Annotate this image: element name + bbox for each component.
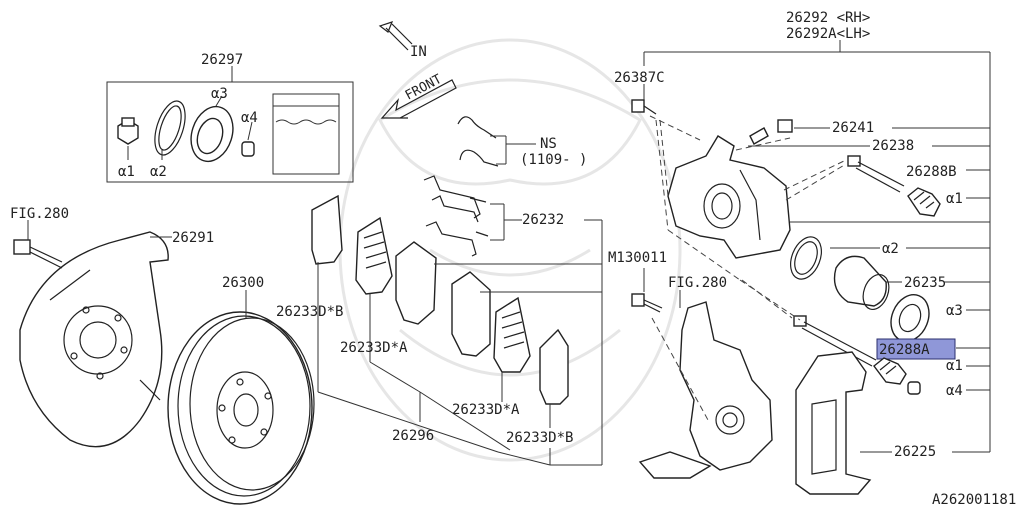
caliper-piston <box>833 255 890 311</box>
label-backing-plate: 26291 <box>172 230 214 246</box>
mounting-bolt-left <box>13 239 63 269</box>
label-right-a1-top: α1 <box>946 191 963 207</box>
kit-seal-a2 <box>154 100 186 156</box>
label-clip: 26232 <box>522 212 564 228</box>
pin-boot-top-a1 <box>907 187 941 217</box>
brake-pad-outer-1 <box>311 194 343 265</box>
label-right-a2: α2 <box>882 241 899 257</box>
mounting-bolt-mid <box>631 293 663 313</box>
brake-rotor <box>167 311 315 505</box>
label-kit-a1: α1 <box>118 164 135 180</box>
label-caliper-rh: 26292 <RH> <box>786 10 870 26</box>
backing-plate <box>19 231 169 448</box>
front-arrow-icon <box>380 79 457 119</box>
label-pin-b: 26288B <box>906 164 957 180</box>
label-right-a1-bottom: α1 <box>946 358 963 374</box>
label-kit-a4: α4 <box>241 110 258 126</box>
caliper-leader-lines <box>643 40 991 453</box>
pin-boot-bottom-a1 <box>873 357 907 385</box>
grease-packet-icon <box>272 93 340 175</box>
label-fig280-left: FIG.280 <box>10 206 69 222</box>
label-support: 26225 <box>894 444 936 460</box>
in-arrow-icon <box>378 21 413 51</box>
guide-pin-a <box>793 315 877 367</box>
pad-clips <box>423 175 489 257</box>
label-bolt: M130011 <box>608 250 667 266</box>
label-fig280-mid: FIG.280 <box>668 275 727 291</box>
label-pad-b-top: 26233D*B <box>276 304 343 320</box>
label-pad-b-bottom: 26233D*B <box>506 430 573 446</box>
kit-cap-a4 <box>241 141 255 157</box>
label-right-a3: α3 <box>946 303 963 319</box>
label-26241: 26241 <box>832 120 874 136</box>
label-rotor: 26300 <box>222 275 264 291</box>
label-kit-a2: α2 <box>150 164 167 180</box>
label-ns-date: (1109- ) <box>520 152 587 168</box>
label-pad-a-bottom: 26233D*A <box>452 402 520 418</box>
label-ns: NS <box>540 136 557 152</box>
highlight-box-26288a[interactable] <box>876 338 956 360</box>
bleeder-cap <box>631 99 657 115</box>
brake-pad-2 <box>395 241 437 325</box>
kit-boot-a1 <box>117 117 139 145</box>
guide-pin-b <box>847 155 905 193</box>
piston-seal <box>790 236 822 280</box>
label-kit-box: 26297 <box>201 52 243 68</box>
brake-pad-1 <box>355 216 393 295</box>
label-right-a4: α4 <box>946 383 963 399</box>
label-diagram-id: A262001181 <box>932 492 1016 508</box>
bleeder-screw <box>749 119 793 145</box>
anti-rattle-springs <box>457 116 499 167</box>
label-26238: 26238 <box>872 138 914 154</box>
caliper-support-bracket <box>795 351 872 495</box>
label-pad-set: 26296 <box>392 428 434 444</box>
brake-pad-3 <box>451 271 491 357</box>
pad-set-leader-lines <box>317 262 602 466</box>
label-pin-a-highlighted[interactable]: 26288A <box>879 342 930 358</box>
caliper-body <box>667 135 791 259</box>
brake-pad-4 <box>493 296 531 373</box>
label-caliper-lh: 26292A<LH> <box>786 26 870 42</box>
label-kit-a3: α3 <box>211 86 228 102</box>
steering-knuckle <box>638 301 773 479</box>
label-piston: 26235 <box>904 275 946 291</box>
brake-pad-outer-2 <box>539 328 569 405</box>
label-in: IN <box>410 44 427 60</box>
pin-cap-a4 <box>907 381 921 395</box>
label-pad-a-top: 26233D*A <box>340 340 408 356</box>
assembly-dashed-lines <box>655 119 847 321</box>
piston-dust-boot <box>890 294 930 342</box>
kit-box <box>106 66 354 183</box>
label-bleeder-cap: 26387C <box>614 70 665 86</box>
